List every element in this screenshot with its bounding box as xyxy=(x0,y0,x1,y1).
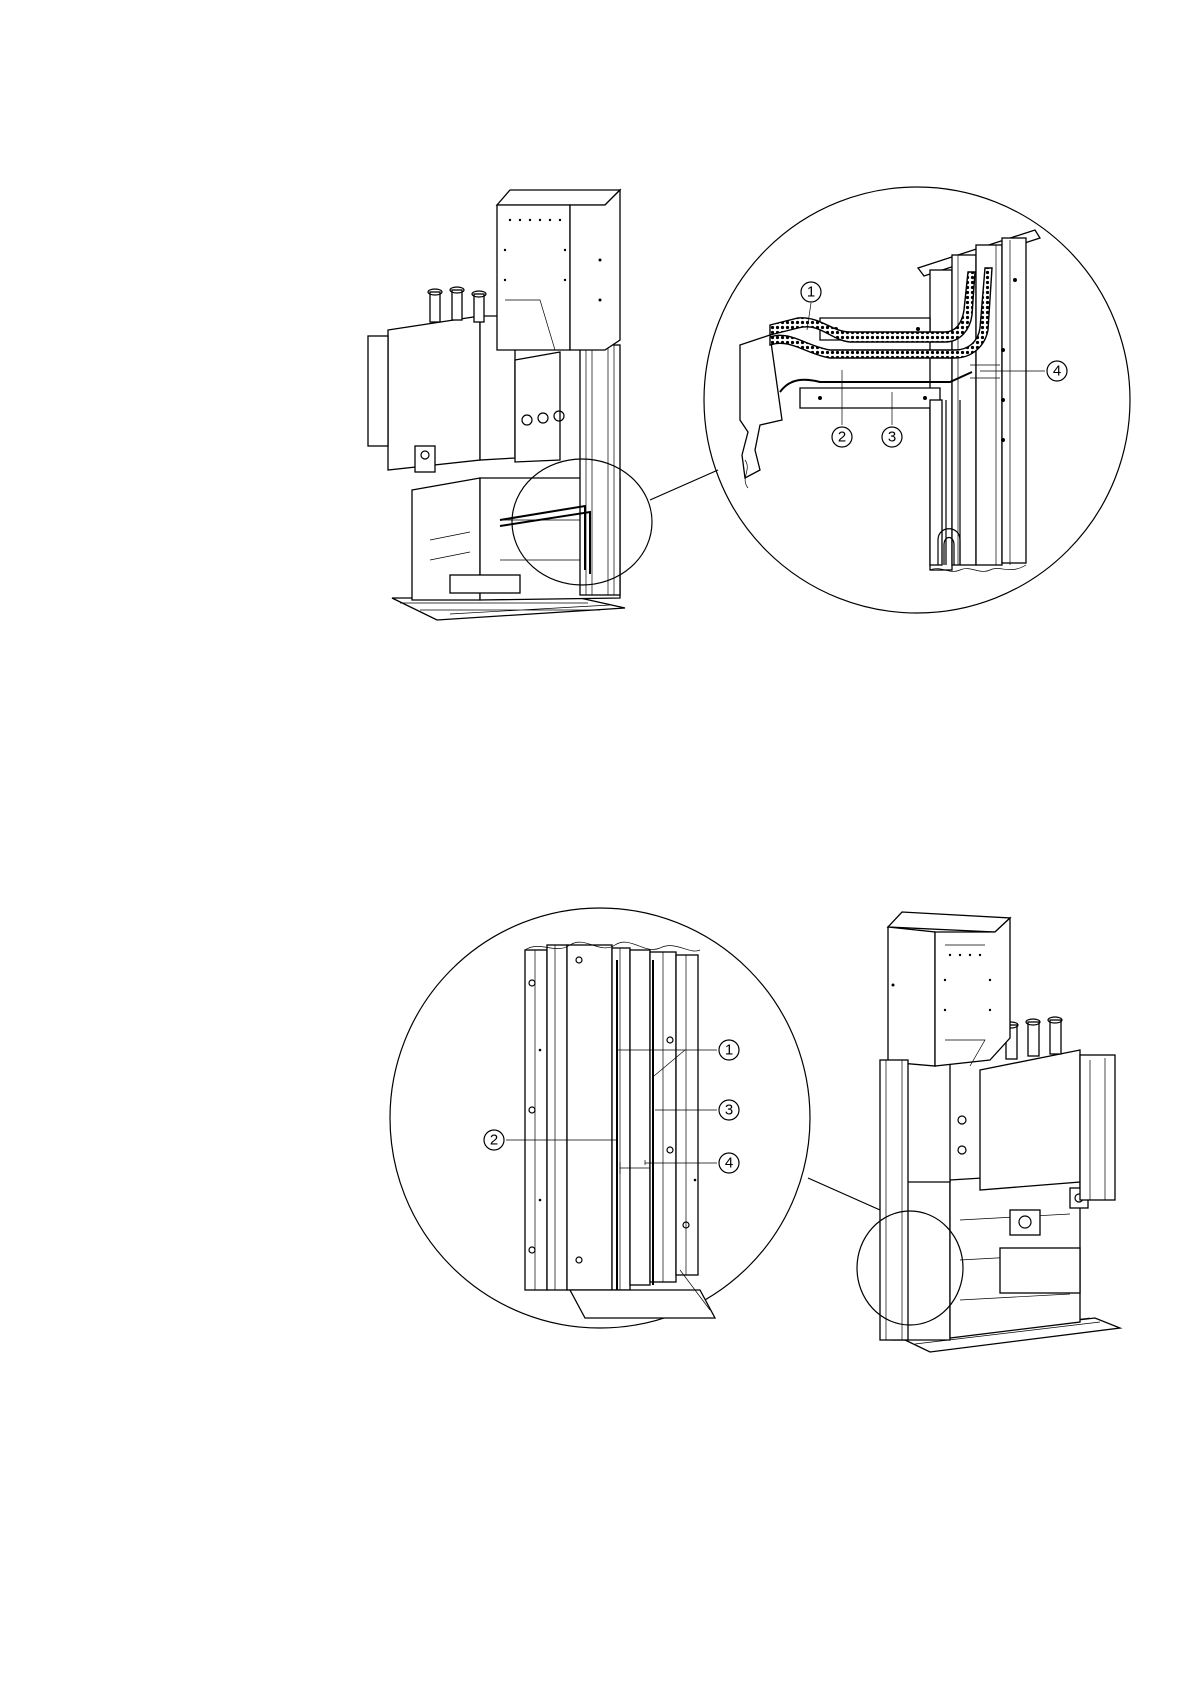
top-callout-3-text: 3 xyxy=(888,429,896,446)
top-callout-4-text: 4 xyxy=(1053,363,1061,380)
bottom-callout-2: 2 xyxy=(484,1130,504,1150)
bottom-callout-4-text: 4 xyxy=(725,1155,733,1172)
top-callout-1-text: 1 xyxy=(807,284,815,301)
bottom-callout-3-text: 3 xyxy=(725,1102,733,1119)
top-callout-3: 3 xyxy=(882,427,902,447)
bottom-switchgear-cabinet xyxy=(857,912,1120,1352)
top-callout-2: 2 xyxy=(832,427,852,447)
bottom-magnify-leader xyxy=(808,1178,880,1210)
bottom-callout-1-text: 1 xyxy=(725,1042,733,1059)
top-magnify-leader xyxy=(650,470,718,500)
top-callout-1: 1 xyxy=(801,282,821,302)
top-magnified-view xyxy=(704,187,1130,613)
top-switchgear-cabinet xyxy=(368,190,718,620)
bottom-callout-3: 3 xyxy=(719,1100,739,1120)
bottom-callout-1: 1 xyxy=(719,1040,739,1060)
bottom-magnified-view xyxy=(390,908,880,1328)
top-callout-2-text: 2 xyxy=(838,429,846,446)
bottom-callout-4: 4 xyxy=(719,1153,739,1173)
bottom-callout-2-text: 2 xyxy=(490,1132,498,1149)
top-callout-4: 4 xyxy=(1047,361,1067,381)
